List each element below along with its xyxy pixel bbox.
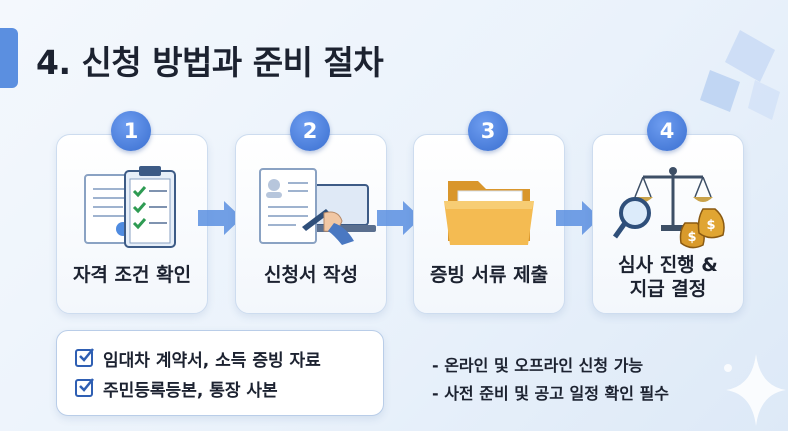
- step-1-label: 자격 조건 확인: [72, 264, 192, 286]
- step-4-label-line1: 심사 진행 &: [618, 254, 718, 276]
- decorative-sparkle: [724, 354, 786, 426]
- step-2-number-badge: 2: [290, 111, 330, 151]
- step-2-label: 신청서 작성: [263, 264, 358, 286]
- arrow-right-icon: [377, 201, 421, 235]
- step-4-number-badge: 4: [647, 111, 687, 151]
- folder-icon: [444, 181, 534, 245]
- note-online-offline: - 온라인 및 오프라인 신청 가능: [432, 356, 644, 375]
- svg-text:$: $: [687, 230, 696, 245]
- checklist-documents-icon: [84, 166, 176, 248]
- step-3-label: 증빙 서류 제출: [429, 264, 549, 286]
- arrow-right-icon: [198, 201, 242, 235]
- svg-text:$: $: [706, 218, 715, 233]
- checklist-item: 주민등록등본, 통장 사본: [75, 375, 278, 401]
- title-accent-bar: [0, 28, 18, 88]
- arrow-right-icon: [556, 201, 600, 235]
- page-title: 4. 신청 방법과 준비 절차: [36, 43, 384, 82]
- step-1-card: 자격 조건 확인: [56, 134, 208, 314]
- checkbox-checked-icon: [75, 378, 94, 397]
- step-3-card: 증빙 서류 제출: [413, 134, 565, 314]
- note-check-schedule: - 사전 준비 및 공고 일정 확인 필수: [432, 384, 669, 403]
- checklist-item: 임대차 계약서, 소득 증빙 자료: [75, 345, 321, 371]
- scale-magnifier-money-icon: $ $: [612, 167, 725, 249]
- checklist-item-text: 임대차 계약서, 소득 증빙 자료: [103, 350, 321, 371]
- required-documents-box: 임대차 계약서, 소득 증빙 자료 주민등록등본, 통장 사본: [56, 330, 384, 416]
- step-4-card: $ $ 심사 진행 & 지급 결정: [592, 134, 744, 314]
- step-4-label: 심사 진행 & 지급 결정: [593, 253, 743, 301]
- step-3-number-badge: 3: [468, 111, 508, 151]
- checklist-item-text: 주민등록등본, 통장 사본: [103, 380, 278, 401]
- step-2-card: 신청서 작성: [235, 134, 387, 314]
- step-1-number-badge: 1: [111, 111, 151, 151]
- decorative-cubes: [700, 30, 780, 120]
- application-form-laptop-icon: [259, 168, 376, 245]
- step-4-label-line2: 지급 결정: [629, 278, 707, 300]
- checkbox-checked-icon: [75, 348, 94, 367]
